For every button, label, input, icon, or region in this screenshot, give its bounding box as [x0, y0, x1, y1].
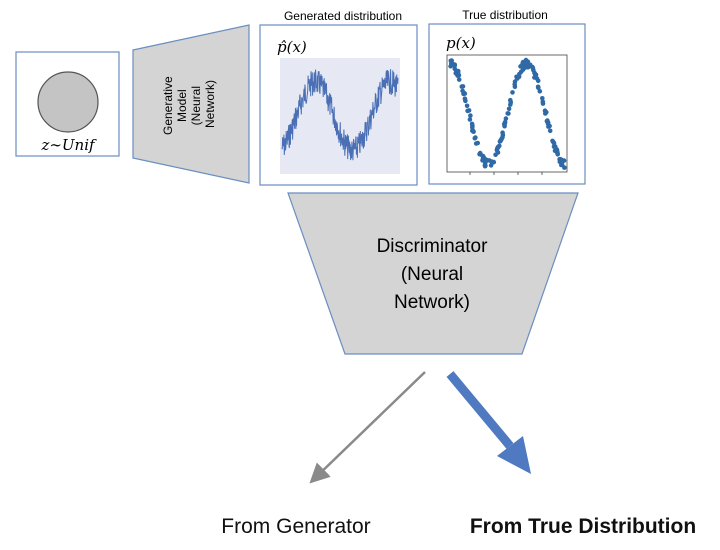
true-scatter-point	[500, 130, 505, 135]
true-series-points	[448, 57, 567, 170]
true-scatter-point	[540, 96, 545, 101]
noise-input-box: z∼Unif	[15, 51, 120, 157]
noise-circle	[37, 71, 99, 133]
true-scatter-point	[466, 108, 472, 113]
true-scatter-point	[455, 68, 461, 74]
generator-line-2: Model	[175, 89, 189, 122]
true-symbol: p(x)	[446, 34, 476, 52]
true-scatter-point	[483, 158, 489, 164]
generator-line-3: (Neural	[189, 86, 203, 125]
true-scatter-point	[508, 100, 514, 105]
generator-line-4: Network)	[203, 80, 217, 128]
true-scatter-point	[512, 79, 518, 84]
true-scatter-point	[502, 119, 508, 125]
true-scatter-point	[450, 61, 455, 67]
discriminator-shape	[287, 192, 579, 355]
true-scatter-point	[516, 74, 522, 80]
arrow-to-generator	[309, 371, 426, 484]
true-scatter-point	[497, 139, 503, 144]
discriminator-block: Discriminator (Neural Network)	[287, 192, 579, 355]
true-scatter-point	[523, 57, 529, 63]
noise-label: z∼Unif	[40, 136, 97, 154]
true-scatter-point	[537, 89, 543, 94]
generated-symbol: p̂(x)	[277, 38, 307, 56]
true-scatter-point	[518, 64, 523, 69]
true-scatter-point	[470, 125, 475, 130]
arrow-to-true-shaft	[446, 371, 514, 449]
true-panel-title: True distribution	[462, 8, 548, 22]
discriminator-line-2: (Neural	[401, 264, 463, 285]
true-scatter-point	[542, 108, 548, 113]
arrow-to-true	[446, 371, 531, 474]
true-scatter-point	[464, 103, 470, 109]
generator-shape	[132, 24, 250, 184]
true-scatter-point	[456, 77, 462, 82]
from-true-label: From True Distribution	[470, 515, 696, 538]
true-scatter-point	[547, 128, 553, 134]
true-scatter-point	[532, 70, 537, 76]
true-scatter-point	[551, 140, 557, 146]
generator-block: Generative Model (Neural Network)	[132, 24, 250, 184]
true-scatter-point	[500, 134, 505, 140]
true-scatter-point	[495, 144, 501, 150]
true-scatter-point	[467, 117, 473, 122]
true-scatter-point	[462, 96, 468, 101]
true-scatter-point	[477, 150, 483, 156]
true-scatter-point	[551, 144, 557, 149]
true-scatter-point	[468, 113, 473, 118]
true-plot-ticks	[469, 172, 543, 175]
true-scatter-point	[483, 163, 488, 168]
true-scatter-point	[562, 165, 567, 170]
generator-line-1: Generative	[161, 76, 175, 135]
true-scatter-point	[475, 140, 481, 146]
true-scatter-point	[469, 121, 475, 127]
true-scatter-point	[555, 152, 560, 157]
discriminator-line-3: Network)	[394, 292, 470, 313]
true-scatter-point	[536, 85, 541, 90]
from-generator-label: From Generator	[221, 515, 370, 538]
true-scatter-point	[495, 150, 501, 155]
generated-plot-background	[280, 58, 400, 174]
true-scatter-point	[525, 65, 531, 70]
true-scatter-point	[558, 159, 563, 164]
true-scatter-point	[462, 91, 468, 96]
true-distribution-panel: True distribution p(x)	[428, 8, 586, 185]
true-scatter-point	[540, 101, 546, 106]
true-scatter-point	[459, 84, 465, 89]
true-scatter-point	[535, 78, 541, 84]
true-scatter-point	[506, 106, 512, 112]
true-scatter-point	[503, 116, 509, 121]
arrow-to-true-head	[497, 436, 531, 474]
true-scatter-point	[472, 135, 478, 141]
generated-series-line	[281, 69, 399, 161]
true-scatter-point	[505, 111, 511, 116]
true-scatter-point	[452, 66, 458, 72]
generated-panel-title: Generated distribution	[284, 9, 402, 23]
true-scatter-point	[545, 118, 550, 123]
discriminator-line-1: Discriminator	[377, 236, 489, 257]
true-scatter-point	[489, 159, 495, 164]
true-scatter-point	[510, 90, 515, 95]
generator-label: Generative Model (Neural Network)	[161, 73, 217, 135]
generated-distribution-panel: Generated distribution p̂(x)	[259, 9, 418, 186]
